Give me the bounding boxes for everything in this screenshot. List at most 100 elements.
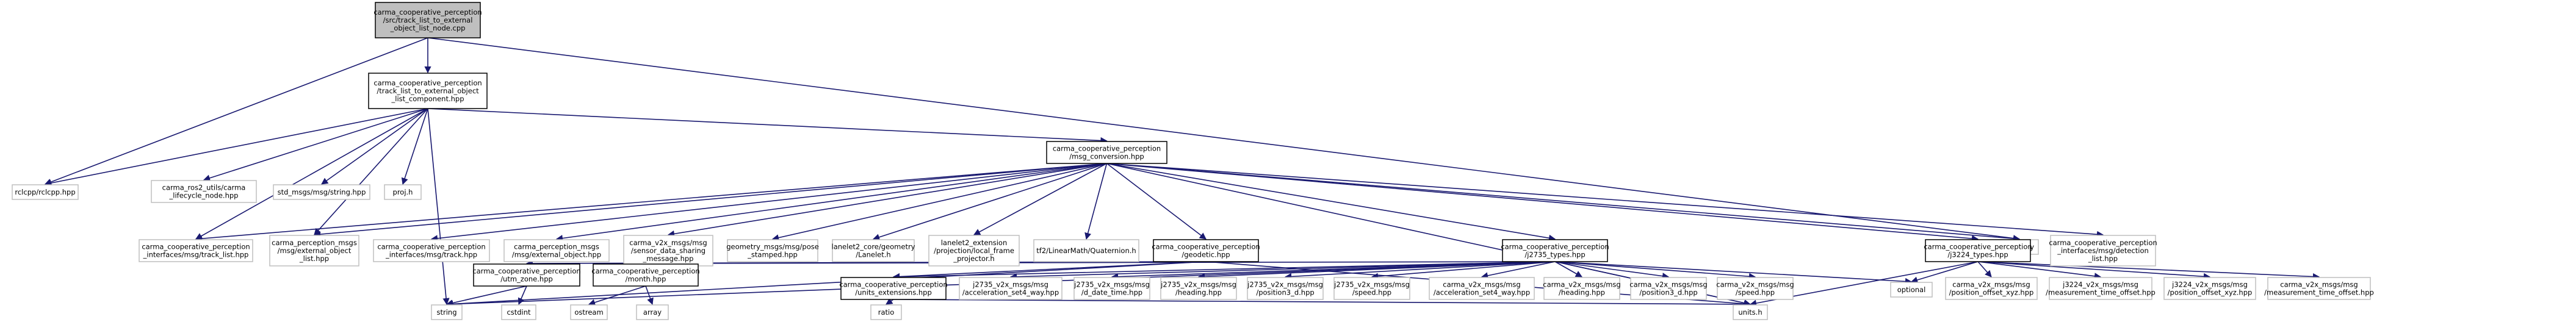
- node-label-line: j2735_v2x_msgs/msg: [1333, 281, 1410, 289]
- node-label-line: /position3_d.hpp: [1639, 288, 1697, 297]
- node-label-line: /heading.hpp: [1559, 288, 1605, 297]
- node-pm_ext: carma_perception_msgs/msg/external_objec…: [503, 239, 610, 262]
- node-cv_accel: carma_v2x_msgs/msg/acceleration_set4_way…: [1429, 277, 1535, 300]
- node-msg_conv[interactable]: carma_cooperative_perception/msg_convers…: [1046, 141, 1167, 164]
- node-cv_mto: carma_v2x_msgs/msg/measurement_time_offs…: [2264, 277, 2374, 300]
- node-label-line: /speed.hpp: [1736, 288, 1775, 297]
- graph-edges: [44, 37, 2320, 308]
- node-label-line: /src/track_list_to_external: [383, 16, 473, 24]
- node-j2735_pos: j2735_v2x_msgs/msg/position3_d.hpp: [1247, 277, 1324, 300]
- node-label-line: carma_cooperative_perception: [591, 267, 699, 276]
- node-label-line: optional: [1897, 285, 1926, 294]
- node-units_ext[interactable]: carma_cooperative_perception/units_exten…: [839, 277, 948, 300]
- node-ostream: ostream: [570, 304, 608, 320]
- edge-msg_conv-to-geodetic: [1106, 163, 1207, 240]
- node-label-line: /msg_conversion.hpp: [1069, 152, 1144, 161]
- node-utm[interactable]: carma_cooperative_perception/utm_zone.hp…: [472, 263, 581, 287]
- edge-j3224-to-cv_mto: [1977, 261, 2320, 281]
- edge-utm-to-cstdint: [518, 285, 527, 306]
- node-j3224[interactable]: carma_cooperative_perception/j3224_types…: [1924, 239, 2032, 262]
- edge-j3224-to-cv_pos_xyz: [1977, 261, 1992, 277]
- edge-j2735-to-j2735_pos: [1284, 261, 1556, 281]
- node-geodetic[interactable]: carma_cooperative_perception/geodetic.hp…: [1152, 239, 1260, 262]
- edge-msg_conv-to-lframe: [973, 163, 1107, 235]
- node-label-line: /position_offset_xyz.hpp: [2168, 288, 2253, 297]
- node-label-line: lanelet2_extension: [941, 238, 1008, 247]
- edge-msg_conv-to-lanelet: [872, 163, 1107, 241]
- node-label-line: _lifecycle_node.hpp: [169, 191, 239, 200]
- node-box: [1247, 277, 1324, 300]
- edge-tl_comp-to-lifecycle: [203, 108, 428, 182]
- node-cv_heading: carma_v2x_msgs/msg/heading.hpp: [1543, 277, 1621, 300]
- node-label-line: _message.hpp: [643, 254, 694, 263]
- node-j2735_speed: j2735_v2x_msgs/msg/speed.hpp: [1333, 277, 1410, 300]
- node-label-line: j2735_v2x_msgs/msg: [1160, 281, 1236, 289]
- node-box: [473, 263, 580, 287]
- node-box: [1733, 304, 1768, 320]
- node-label-line: j2735_v2x_msgs/msg: [972, 281, 1048, 289]
- edge-root-to-rclcpp: [44, 37, 428, 185]
- node-pm_ext_list: carma_perception_msgs/msg/external_objec…: [269, 235, 359, 267]
- node-label-line: /measurement_time_offset.hpp: [2046, 288, 2156, 297]
- node-label-line: /heading.hpp: [1175, 288, 1222, 297]
- node-sds: carma_v2x_msgs/msg/sensor_data_sharing_m…: [623, 235, 713, 267]
- node-label-line: _object_list_node.cpp: [390, 24, 466, 32]
- node-cv_pos_xyz: carma_v2x_msgs/msg/position_offset_xyz.h…: [1945, 277, 2038, 300]
- node-rclcpp: rclcpp/rclcpp.hpp: [12, 184, 79, 200]
- node-label-line: carma_cooperative_perception: [1152, 243, 1260, 251]
- node-label-line: /d_date_time.hpp: [1081, 288, 1142, 297]
- node-j2735[interactable]: carma_cooperative_perception/j2735_types…: [1501, 239, 1609, 262]
- node-month[interactable]: carma_cooperative_perception/month.hpp: [591, 263, 700, 287]
- node-label-line: _list_component.hpp: [391, 95, 464, 103]
- node-array: array: [636, 304, 669, 320]
- node-box: [12, 184, 79, 200]
- node-box: [2049, 277, 2152, 300]
- node-box: [373, 239, 490, 262]
- node-label-line: /acceleration_set4_way.hpp: [962, 288, 1059, 297]
- edge-j2735-to-units_ext: [892, 261, 1556, 281]
- node-box: [2163, 277, 2256, 300]
- node-optional: optional: [1890, 282, 1933, 298]
- node-label-line: /j3224_types.hpp: [1947, 251, 2008, 259]
- node-box: [375, 2, 481, 38]
- node-box: [1073, 277, 1150, 300]
- node-box: [151, 180, 257, 203]
- edge-tl_comp-to-pm_ext_list: [314, 108, 428, 235]
- node-lanelet: lanelet2_core/geometry/Lanelet.h: [832, 239, 915, 262]
- node-box: [840, 277, 947, 300]
- node-box: [2050, 235, 2156, 267]
- node-label-line: _projector.h: [953, 254, 994, 263]
- node-label-line: carma_v2x_msgs/msg: [1629, 281, 1707, 289]
- node-box: [1046, 141, 1167, 164]
- node-label-line: /sensor_data_sharing: [631, 246, 705, 255]
- node-label-line: carma_cooperative_perception: [2049, 238, 2157, 247]
- edge-msg_conv-to-j3224: [1106, 163, 1979, 242]
- node-label-line: carma_cooperative_perception: [1053, 145, 1161, 153]
- edge-j2735-to-j2735_accel: [1009, 261, 1556, 281]
- edge-msg_conv-to-j2735: [1106, 163, 1556, 242]
- node-label-line: carma_cooperative_perception: [839, 281, 947, 289]
- edge-j2735-to-cv_heading: [1554, 261, 1582, 277]
- node-tl_comp[interactable]: carma_cooperative_perception/track_list_…: [368, 73, 488, 109]
- node-box: [273, 184, 370, 200]
- node-label-line: carma_cooperative_perception: [373, 79, 482, 87]
- node-label-line: lanelet2_core/geometry: [832, 243, 915, 251]
- node-label-line: /measurement_time_offset.hpp: [2264, 288, 2374, 297]
- node-label-line: _list.hpp: [299, 254, 329, 263]
- edge-tl_comp-to-string: [427, 108, 450, 306]
- node-box: [368, 73, 488, 109]
- edge-j3224-to-j3224_mto: [1977, 261, 2102, 280]
- node-label-line: /j2735_types.hpp: [1524, 251, 1585, 259]
- edge-j2735-to-optional: [1554, 261, 1913, 285]
- node-label-line: /acceleration_set4_way.hpp: [1434, 288, 1530, 297]
- edge-month-to-array: [645, 285, 654, 306]
- edge-units_ext-to-ratio: [886, 298, 894, 305]
- node-j2735_heading: j2735_v2x_msgs/msg/heading.hpp: [1160, 277, 1237, 300]
- node-box: [1429, 277, 1535, 300]
- node-box: [636, 304, 669, 320]
- edge-j2735-to-cv_pos: [1554, 261, 1670, 280]
- node-label-line: carma_ros2_utils/carma: [162, 184, 246, 192]
- edge-geodetic-to-string: [446, 261, 1207, 308]
- edge-tl_comp-to-std_string: [321, 108, 428, 185]
- node-cstdint: cstdint: [501, 304, 536, 320]
